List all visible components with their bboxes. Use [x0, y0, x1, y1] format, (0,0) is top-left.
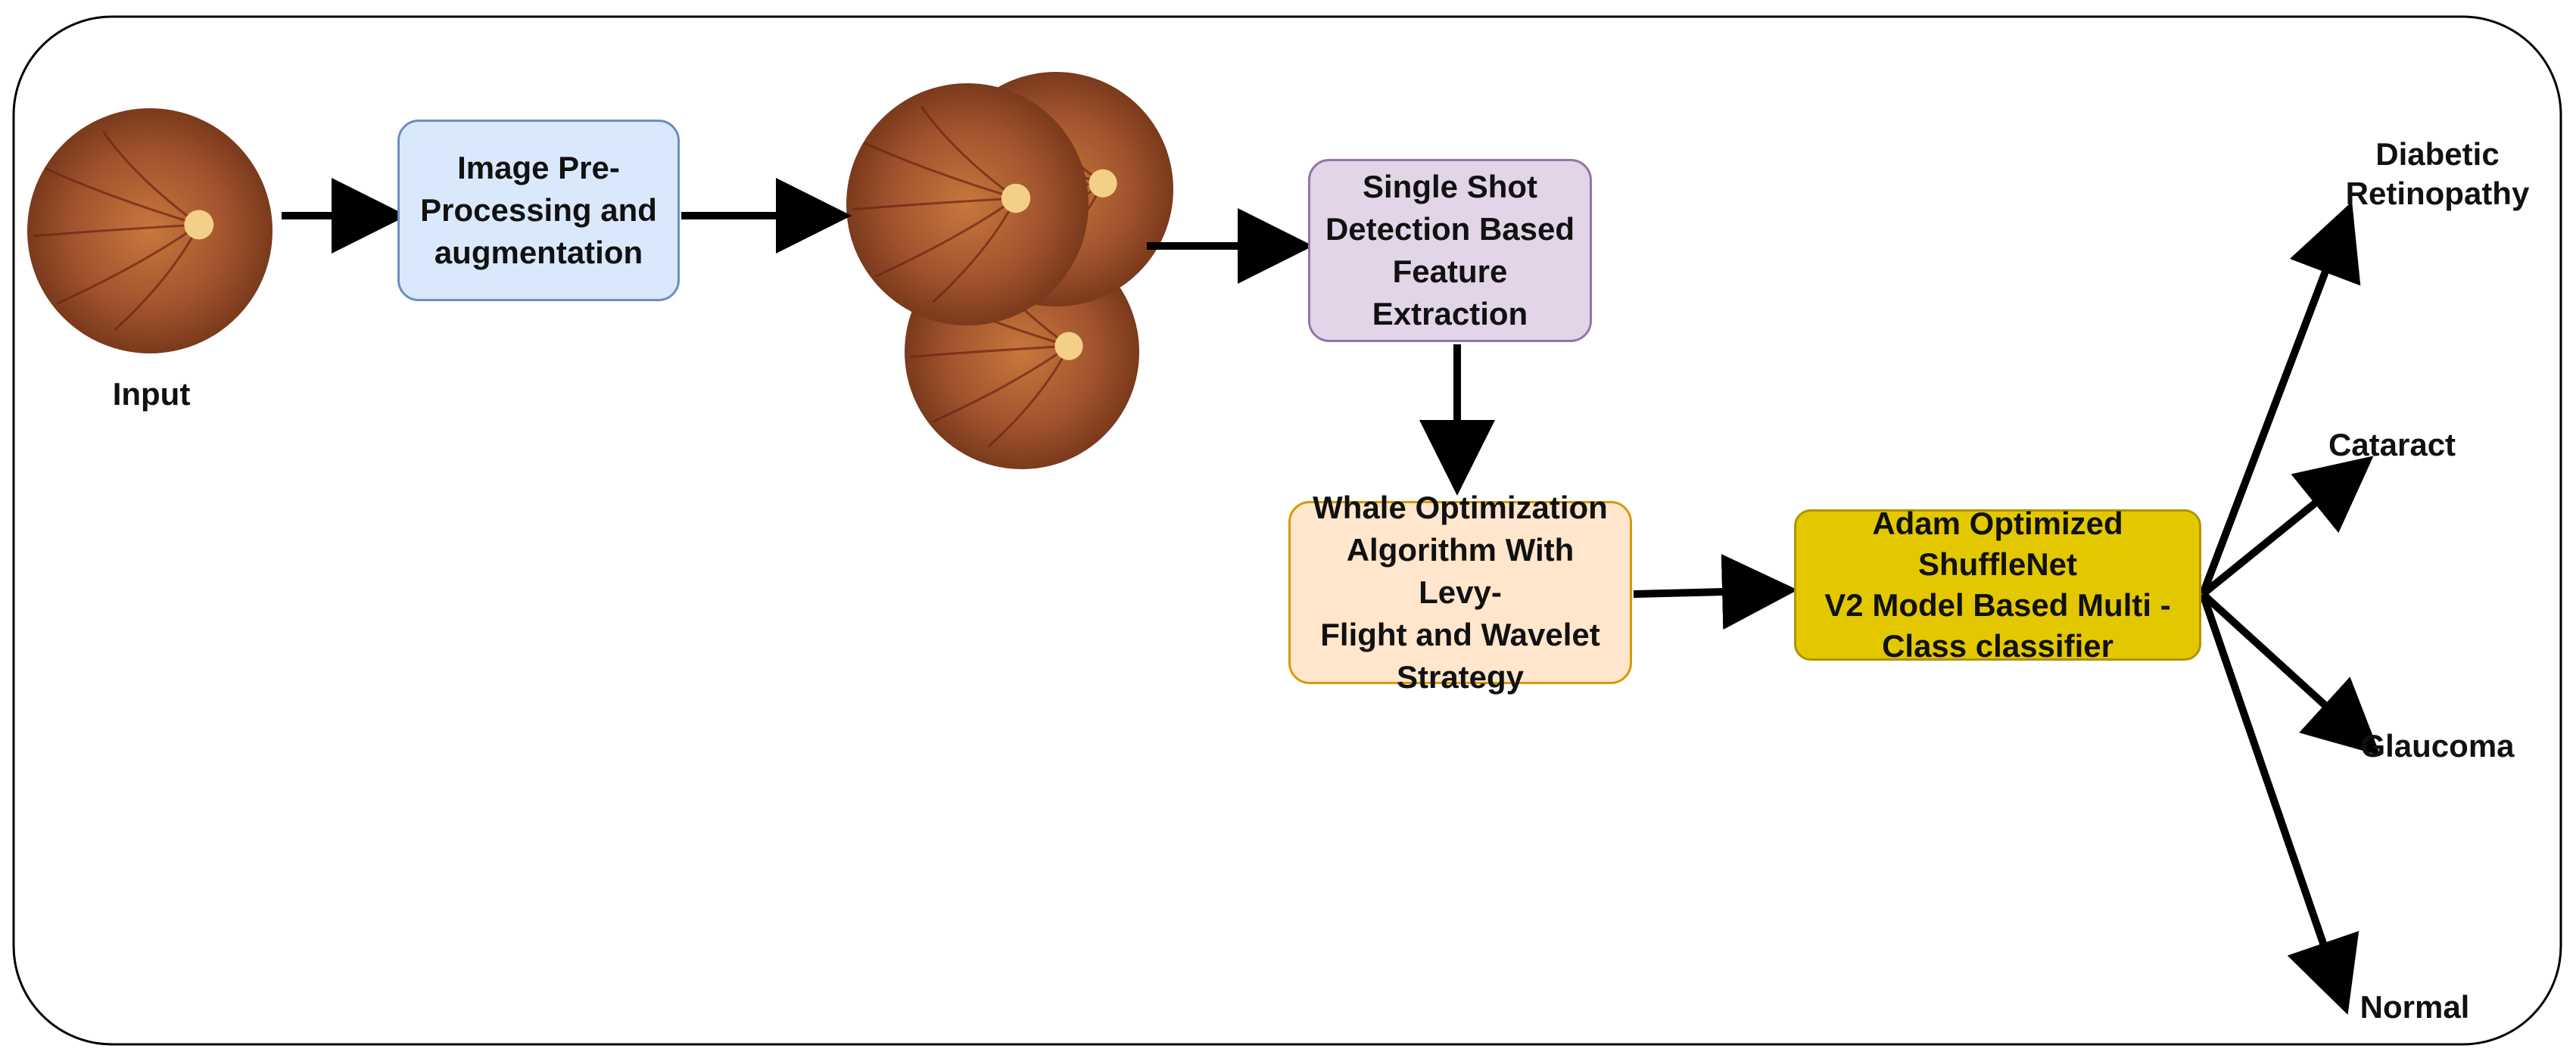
arrow-woa-to-classifier: [1633, 554, 1798, 630]
retinal-vessel: [44, 167, 200, 226]
output-glaucoma: Glaucoma: [2360, 728, 2515, 764]
arrow-to-diabetic-retinopathy: [2199, 201, 2361, 596]
augmented-fundus-front-icon: [846, 83, 1089, 325]
output-normal: Normal: [2360, 989, 2470, 1025]
retinal-vessel: [874, 197, 1017, 278]
classifier-label: Adam Optimized ShuffleNet V2 Model Based…: [1824, 506, 2171, 664]
retinal-vessel: [852, 197, 1017, 211]
optic-disc: [1089, 169, 1117, 198]
retinal-vessel: [33, 223, 199, 238]
preprocess-box: Image Pre- Processing and augmentation: [397, 120, 680, 301]
retinal-vessel: [102, 131, 200, 226]
output-diabetic-retinopathy: Diabetic Retinopathy: [2345, 136, 2530, 211]
ssd-feature-extraction-box: Single Shot Detection Based Feature Extr…: [1308, 159, 1592, 342]
fundus-disc: [27, 108, 273, 353]
optic-disc: [1001, 183, 1031, 213]
retinal-vessel: [910, 344, 1070, 359]
arrow-to-cataract: [2200, 456, 2374, 597]
whale-optimization-box: Whale Optimization Algorithm With Levy- …: [1288, 490, 1632, 695]
woa-label: Whale Optimization Algorithm With Levy- …: [1313, 490, 1608, 695]
ssd-label: Single Shot Detection Based Feature Extr…: [1325, 169, 1575, 331]
output-cataract: Cataract: [2328, 427, 2456, 462]
retinal-vessel: [932, 345, 1070, 423]
optic-disc: [184, 210, 214, 240]
arrow-to-glaucoma: [2200, 591, 2381, 756]
augmented-fundus-stack-icon: [846, 72, 1173, 469]
input-fundus-icon: [27, 108, 273, 353]
shufflenet-classifier-box: Adam Optimized ShuffleNet V2 Model Based…: [1794, 506, 2201, 664]
retinal-vessel: [920, 105, 1017, 200]
optic-disc: [1054, 331, 1083, 360]
retinal-vessel: [56, 223, 200, 305]
preprocess-label: Image Pre- Processing and augmentation: [420, 150, 657, 270]
retinal-vessel: [863, 142, 1017, 200]
input-label: Input: [112, 376, 191, 412]
arrow-to-normal: [2199, 593, 2360, 1015]
fundus-disc: [846, 83, 1089, 325]
